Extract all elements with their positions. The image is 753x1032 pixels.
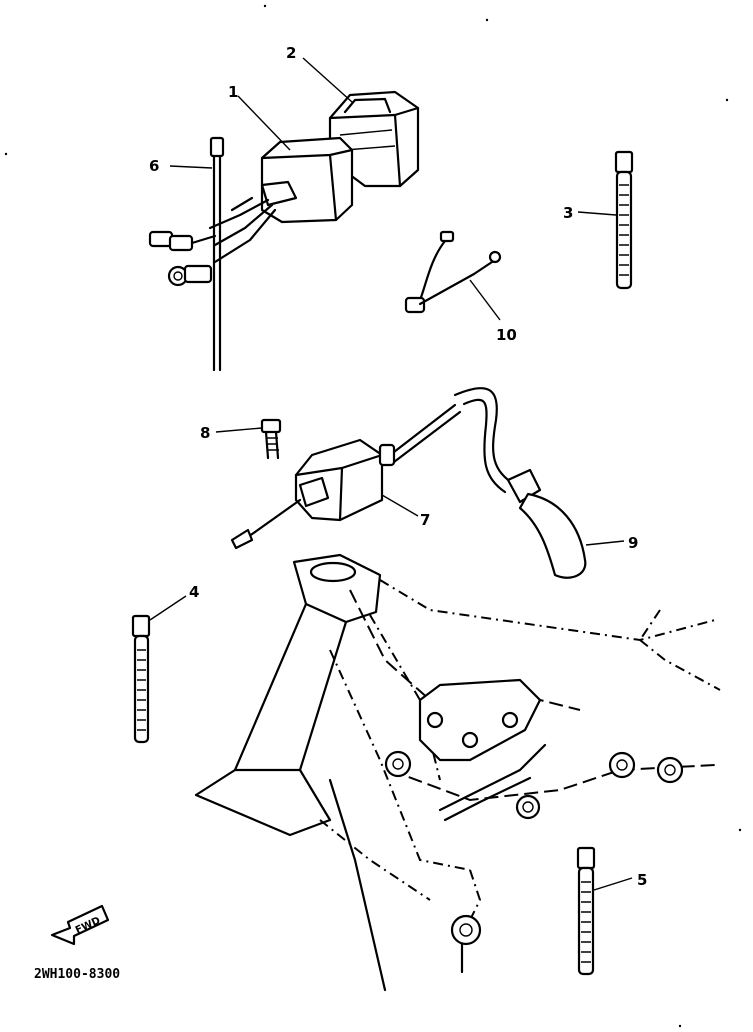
leader-6 (169, 165, 213, 169)
diagram-code: 2WH100-8300 (34, 967, 120, 982)
part-3-band[interactable] (614, 150, 634, 290)
callout-6: 6 (149, 157, 159, 175)
forward-arrow-icon: FWD (50, 904, 110, 946)
part-4-band[interactable] (131, 614, 151, 744)
callout-7: 7 (420, 511, 430, 529)
leader-3 (577, 211, 617, 216)
callout-4: 4 (189, 583, 199, 601)
callout-3: 3 (563, 204, 573, 222)
part-8-screw[interactable] (260, 418, 282, 460)
callout-9: 9 (628, 534, 638, 552)
part-6-tie-strap[interactable] (209, 136, 225, 372)
part-5-band[interactable] (576, 846, 596, 976)
part-1-cdi-unit[interactable] (148, 136, 354, 287)
callout-10: 10 (496, 326, 517, 344)
callout-1: 1 (228, 83, 238, 101)
callout-2: 2 (286, 44, 296, 62)
leader-8 (215, 427, 263, 433)
leader-2 (302, 57, 353, 103)
callout-5: 5 (637, 871, 647, 889)
frame-outline (194, 553, 721, 992)
leader-4 (149, 595, 187, 621)
scan-specks (4, 4, 742, 1028)
part-10-lead-wire[interactable] (404, 230, 502, 314)
part-9-plug-cap[interactable] (453, 387, 587, 579)
callout-8: 8 (200, 424, 210, 442)
part-7-ignition-coil[interactable] (230, 403, 462, 550)
leader-10 (469, 279, 501, 321)
leader-5 (593, 877, 633, 891)
leader-9 (585, 540, 625, 546)
leader-1 (237, 95, 291, 151)
leader-7 (381, 494, 419, 517)
